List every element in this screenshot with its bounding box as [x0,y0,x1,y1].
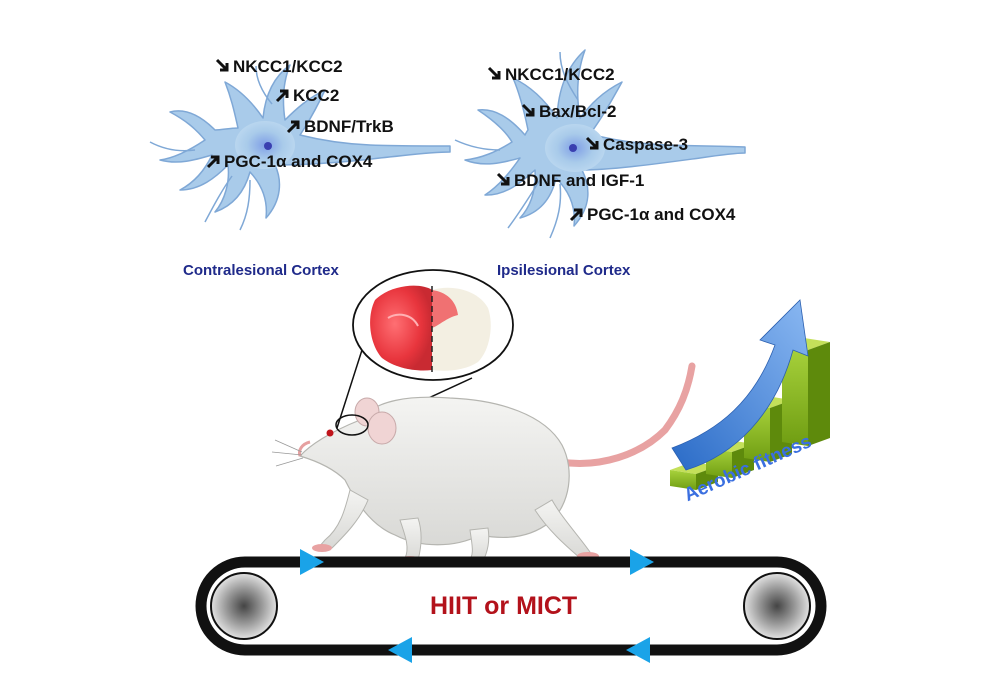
ipsilesional-marker-4: BDNF and IGF-1 [496,172,644,189]
arrow-up-icon [275,89,289,103]
treadmill-roller-right [743,572,811,640]
brain-slice-icon [336,269,514,429]
arrow-down-icon [521,103,535,117]
arrow-down-icon [487,66,501,80]
arrow-up-icon [569,208,583,222]
treadmill-roller-left [210,572,278,640]
ipsilesional-marker-5: PGC-1α and COX4 [569,206,735,223]
contralesional-marker-4: PGC-1α and COX4 [206,153,372,170]
belt-arrow-bottom-left [388,637,412,663]
rat-icon [271,362,696,567]
fitness-arrow [671,299,809,471]
growth-chart-icon [670,299,830,490]
arrow-up-icon [206,155,220,169]
neuron-icon-ipsilesional [454,49,746,239]
treadmill-label: HIIT or MICT [430,592,578,620]
ipsilesional-marker-2: Bax/Bcl-2 [521,103,616,120]
ipsilesional-marker-4-text: BDNF and IGF-1 [514,171,645,190]
ipsilesional-marker-2-text: Bax/Bcl-2 [539,102,617,121]
belt-arrow-top-right [630,549,654,575]
contralesional-marker-4-text: PGC-1α and COX4 [224,152,373,171]
ipsilesional-marker-5-text: PGC-1α and COX4 [587,205,736,224]
neuron-icon-contralesional [149,64,451,231]
belt-arrow-top-left [300,549,324,575]
rat-tail [556,362,696,467]
arrow-down-icon [215,58,229,72]
belt-arrow-bottom-right [626,637,650,663]
arrow-up-icon [286,120,300,134]
ipsilesional-marker-1-text: NKCC1/KCC2 [505,65,615,84]
arrow-down-icon [585,136,599,150]
contralesional-marker-1-text: NKCC1/KCC2 [233,57,343,76]
contralesional-marker-3: BDNF/TrkB [286,118,394,135]
ipsilesional-marker-1: NKCC1/KCC2 [487,66,615,83]
arrow-down-icon [496,172,510,186]
contralesional-marker-3-text: BDNF/TrkB [304,117,394,136]
contralesional-marker-2: KCC2 [275,87,339,104]
contralesional-marker-1: NKCC1/KCC2 [215,58,343,75]
contralesional-marker-2-text: KCC2 [293,86,340,105]
contralesional-title: Contralesional Cortex [183,262,339,279]
ipsilesional-title: Ipsilesional Cortex [497,262,631,279]
ipsilesional-marker-3: Caspase-3 [585,136,688,153]
treadmill-icon [195,549,827,663]
ipsilesional-marker-3-text: Caspase-3 [603,135,689,154]
